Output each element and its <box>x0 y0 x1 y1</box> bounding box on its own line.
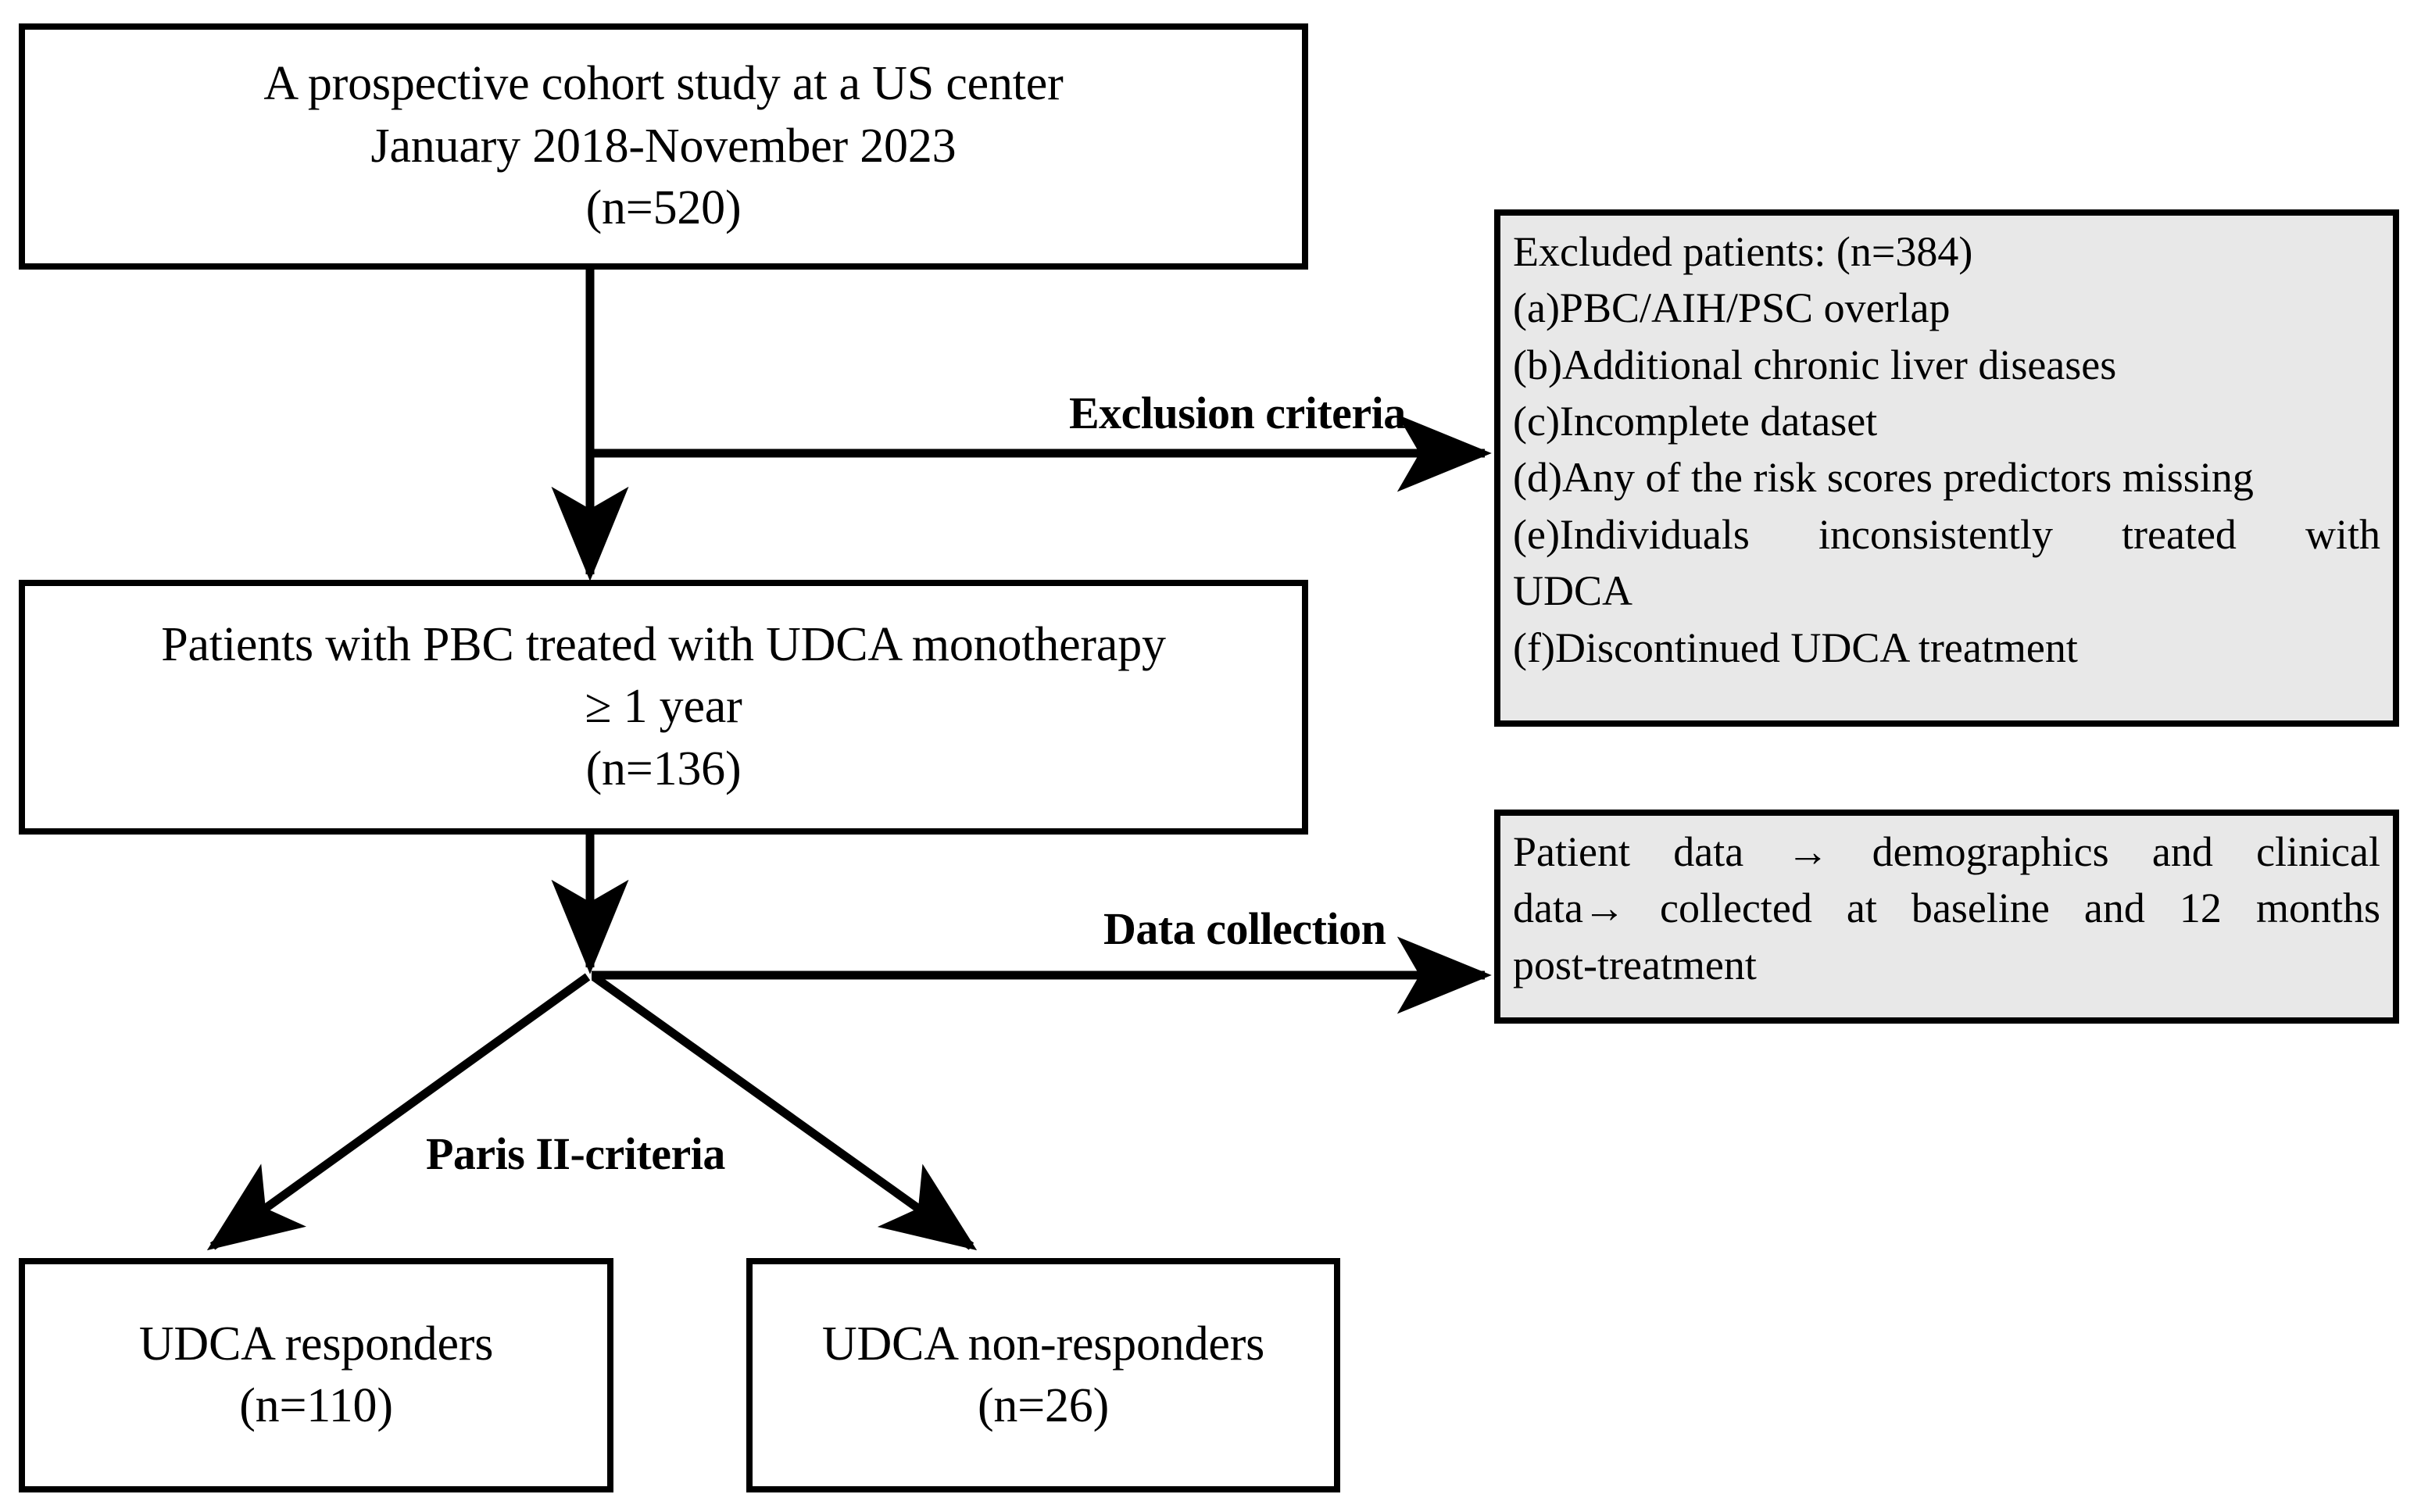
excluded-item-c: (c)Incomplete dataset <box>1513 398 1878 445</box>
node-udca-non-responders-line-2: (n=26) <box>977 1379 1110 1432</box>
node-udca-monotherapy-line-2: ≥ 1 year <box>585 680 742 734</box>
node-data-collection: Patient data → demographics and clinical… <box>1494 810 2399 1024</box>
edge-label-data-collection: Data collection <box>1103 903 1386 954</box>
node-udca-responders: UDCA responders (n=110) <box>19 1258 613 1492</box>
node-udca-monotherapy: Patients with PBC treated with UDCA mono… <box>19 580 1308 835</box>
excluded-item-d: (d)Any of the risk scores predictors mis… <box>1513 454 2254 502</box>
node-cohort-line-1: A prospective cohort study at a US cente… <box>263 57 1064 111</box>
excluded-item-f: (f)Discontinued UDCA treatment <box>1513 624 2078 671</box>
edge-label-exclusion-criteria: Exclusion criteria <box>1069 388 1406 438</box>
data-collection-line-2: data→ collected at baseline and 12 month… <box>1513 885 2380 932</box>
node-cohort-line-2: January 2018-November 2023 <box>370 119 957 173</box>
node-excluded-patients: Excluded patients: (n=384) (a)PBC/AIH/PS… <box>1494 209 2399 727</box>
node-udca-monotherapy-line-1: Patients with PBC treated with UDCA mono… <box>161 617 1166 671</box>
node-udca-non-responders-line-1: UDCA non-responders <box>821 1317 1265 1371</box>
data-collection-line-3: post-treatment <box>1513 941 1757 988</box>
data-collection-line-1: Patient data → demographics and clinical <box>1513 828 2380 875</box>
excluded-item-b: (b)Additional chronic liver diseases <box>1513 341 2117 388</box>
node-udca-responders-line-1: UDCA responders <box>138 1317 494 1371</box>
node-cohort-study: A prospective cohort study at a US cente… <box>19 23 1308 270</box>
edge-label-paris-ii-criteria: Paris II-criteria <box>426 1128 725 1179</box>
node-udca-responders-line-2: (n=110) <box>239 1379 393 1432</box>
excluded-heading: Excluded patients: (n=384) <box>1513 228 1973 275</box>
excluded-item-a: (a)PBC/AIH/PSC overlap <box>1513 284 1951 332</box>
node-udca-non-responders: UDCA non-responders (n=26) <box>746 1258 1340 1492</box>
excluded-item-e: (e)Individuals inconsistently treated wi… <box>1513 510 2380 558</box>
excluded-item-e-cont: UDCA <box>1513 567 1633 615</box>
edge-split-to-responders <box>206 973 591 1251</box>
node-cohort-line-3: (n=520) <box>585 181 742 235</box>
node-udca-monotherapy-line-3: (n=136) <box>585 742 742 795</box>
edge-split-to-non-responders <box>591 973 978 1251</box>
